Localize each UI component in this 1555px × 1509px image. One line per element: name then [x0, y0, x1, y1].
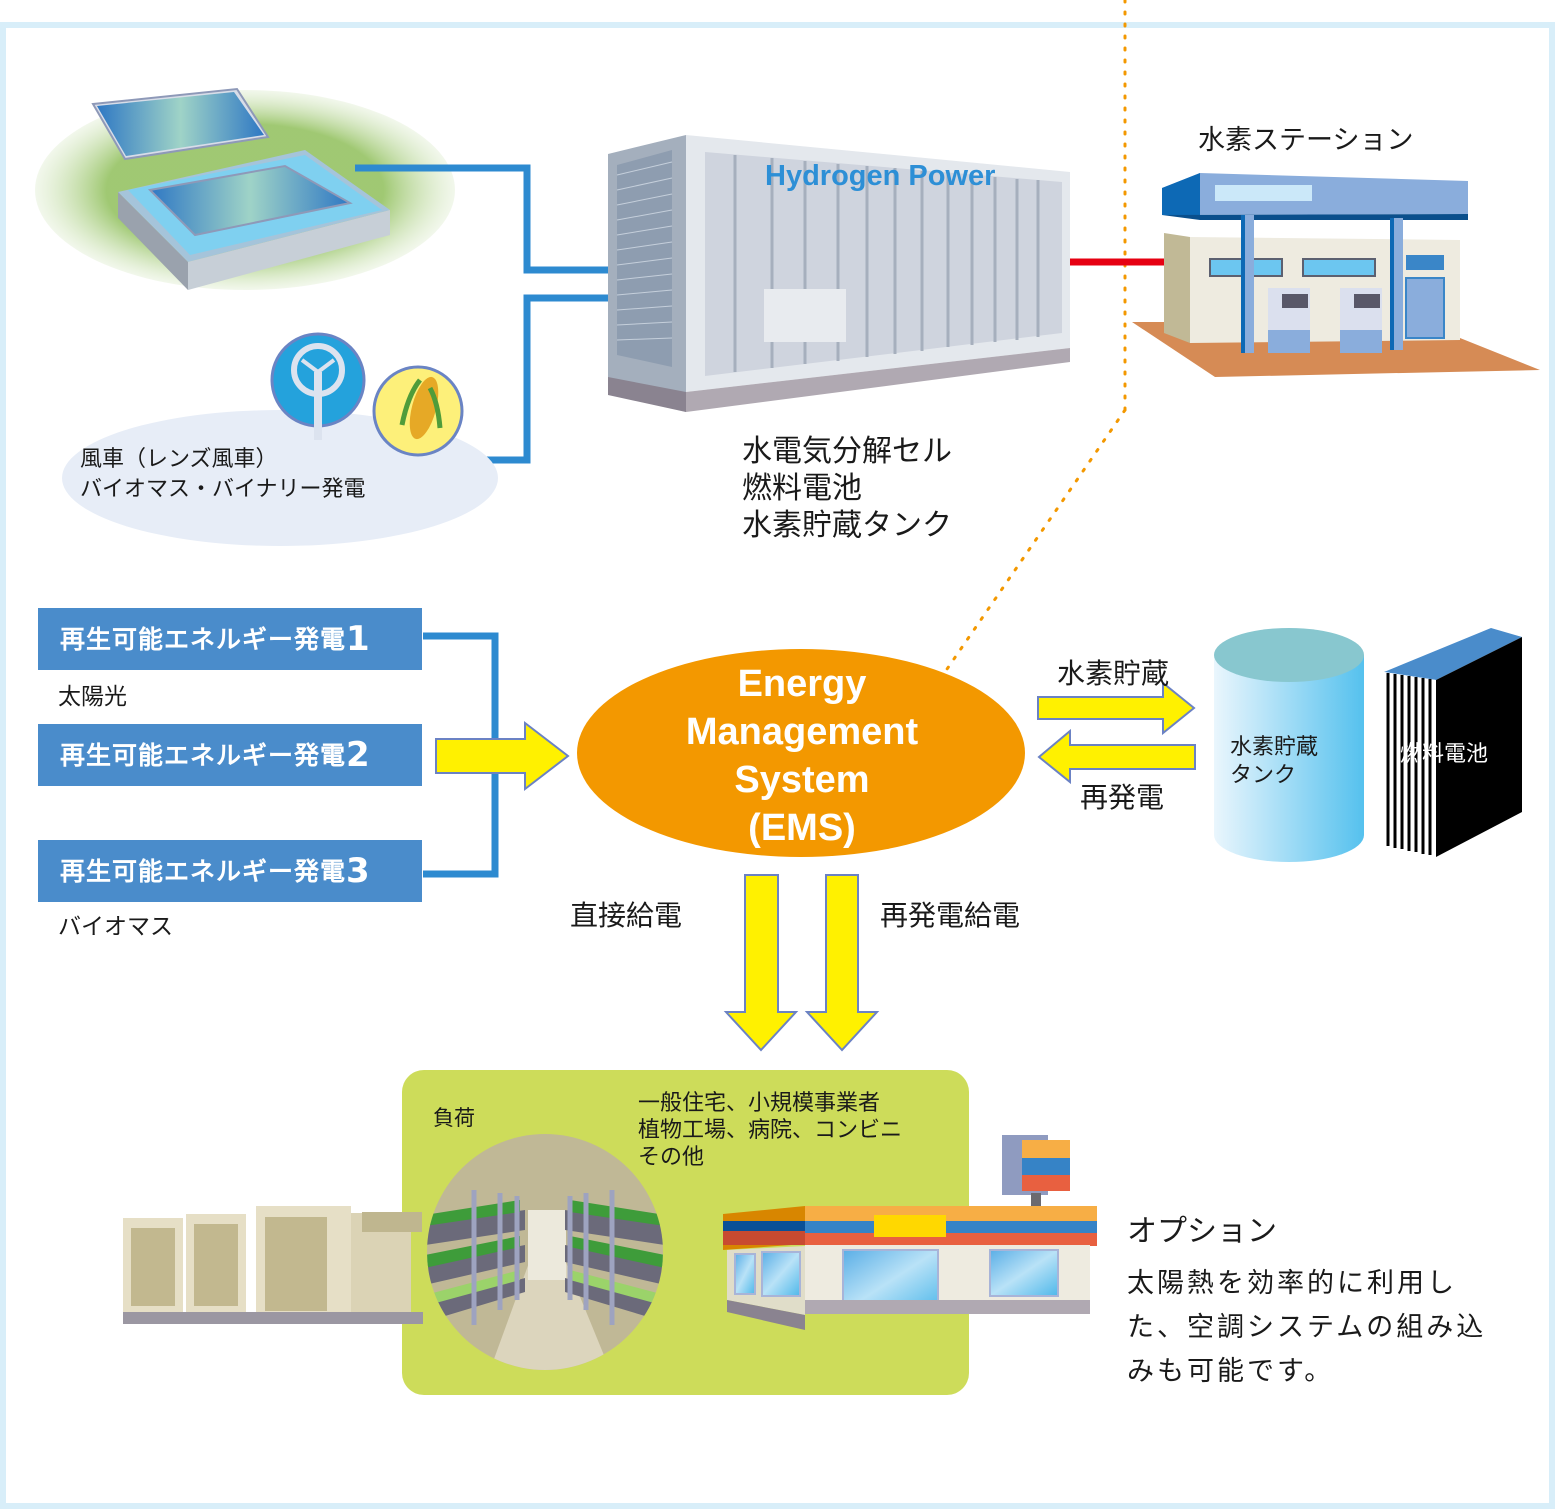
option-body: 太陽熱を効率的に利用し た、空調システムの組み込 みも可能です。: [1127, 1262, 1486, 1394]
plant-factory-illustration: [427, 1134, 663, 1370]
hydrogen-power-label: Hydrogen Power: [765, 160, 996, 192]
source-box-1: 再生可能エネルギー発電1: [38, 608, 422, 670]
hydrogen-power-unit: [608, 135, 1070, 412]
diagram-frame: [0, 22, 1555, 1509]
load-description-line: 一般住宅、小規模事業者: [638, 1091, 881, 1116]
option-body-line: た、空調システムの組み込: [1127, 1312, 1487, 1343]
option-body-line: 太陽熱を効率的に利用し: [1127, 1268, 1457, 1299]
regen-supply-label: 再発電給電: [880, 899, 1021, 932]
hydrogen-tank: [1214, 628, 1364, 862]
ems-line: (EMS): [748, 807, 856, 849]
hydrogen-storage-arrow-label: 水素貯蔵: [1057, 657, 1170, 690]
convenience-store-illustration: [723, 1135, 1097, 1330]
arrow-regeneration: [1037, 728, 1196, 785]
dotted-connector: [943, 0, 1127, 674]
wind-biomass-illustration: [62, 332, 498, 546]
arrow-direct-supply: [723, 874, 799, 1052]
tank-label-line: 水素貯蔵: [1230, 735, 1319, 760]
arrow-to-ems: [435, 720, 570, 792]
caption-tank: 水素貯蔵タンク: [742, 508, 952, 543]
caption-electrolysis: 水電気分解セル: [742, 434, 952, 469]
source-number: 1: [346, 619, 371, 659]
ems-line: Energy: [737, 663, 867, 705]
source-label: 再生可能エネルギー発電: [60, 857, 347, 886]
caption-fuel-cell: 燃料電池: [742, 471, 862, 506]
source-number: 3: [346, 851, 371, 891]
ems-label: Energy Management System (EMS): [580, 660, 1024, 852]
pipe-solar-to-unit: [355, 164, 612, 464]
tank-label: 水素貯蔵 タンク: [1230, 734, 1318, 790]
arrow-regen-supply: [804, 874, 880, 1052]
ems-line: System: [734, 759, 870, 801]
load-description-line: 植物工場、病院、コンビニ: [638, 1118, 903, 1143]
option-title: オプション: [1127, 1214, 1277, 1249]
hydrogen-unit-caption: 水電気分解セル 燃料電池 水素貯蔵タンク: [742, 433, 952, 544]
factory-illustration: [123, 1206, 423, 1324]
source-box-3: 再生可能エネルギー発電3: [38, 840, 422, 902]
tank-label-line: タンク: [1230, 763, 1297, 788]
fuel-cell-label: 燃料電池: [1400, 742, 1489, 767]
arrow-hydrogen-storage: [1037, 680, 1196, 736]
source-box-2: 再生可能エネルギー発電2: [38, 724, 422, 786]
ems-line: Management: [685, 711, 919, 753]
option-body-line: みも可能です。: [1127, 1356, 1335, 1387]
source-number: 2: [346, 735, 371, 775]
source-label: 再生可能エネルギー発電: [60, 625, 347, 654]
load-description-line: その他: [638, 1145, 705, 1170]
solar-panel-illustration: [35, 87, 455, 290]
source-label: 再生可能エネルギー発電: [60, 741, 347, 770]
direct-supply-label: 直接給電: [570, 899, 683, 932]
source-sub-3: バイオマス: [58, 914, 173, 940]
arrows: [435, 680, 1196, 1052]
wind-biomass-caption: 風車（レンズ風車） バイオマス・バイナリー発電: [80, 445, 366, 505]
regeneration-arrow-label: 再発電: [1080, 781, 1165, 814]
load-description: 一般住宅、小規模事業者 植物工場、病院、コンビニ その他: [638, 1090, 902, 1171]
ems-node: [577, 649, 1025, 857]
hydrogen-station-illustration: [1132, 173, 1540, 377]
biomass-caption: バイオマス・バイナリー発電: [80, 477, 366, 502]
hydrogen-station-title: 水素ステーション: [1198, 125, 1414, 156]
fuel-cell-stack: [1384, 628, 1522, 857]
wind-caption: 風車（レンズ風車）: [80, 447, 278, 472]
load-title: 負荷: [433, 1106, 475, 1130]
source-sub-1: 太陽光: [58, 684, 127, 710]
